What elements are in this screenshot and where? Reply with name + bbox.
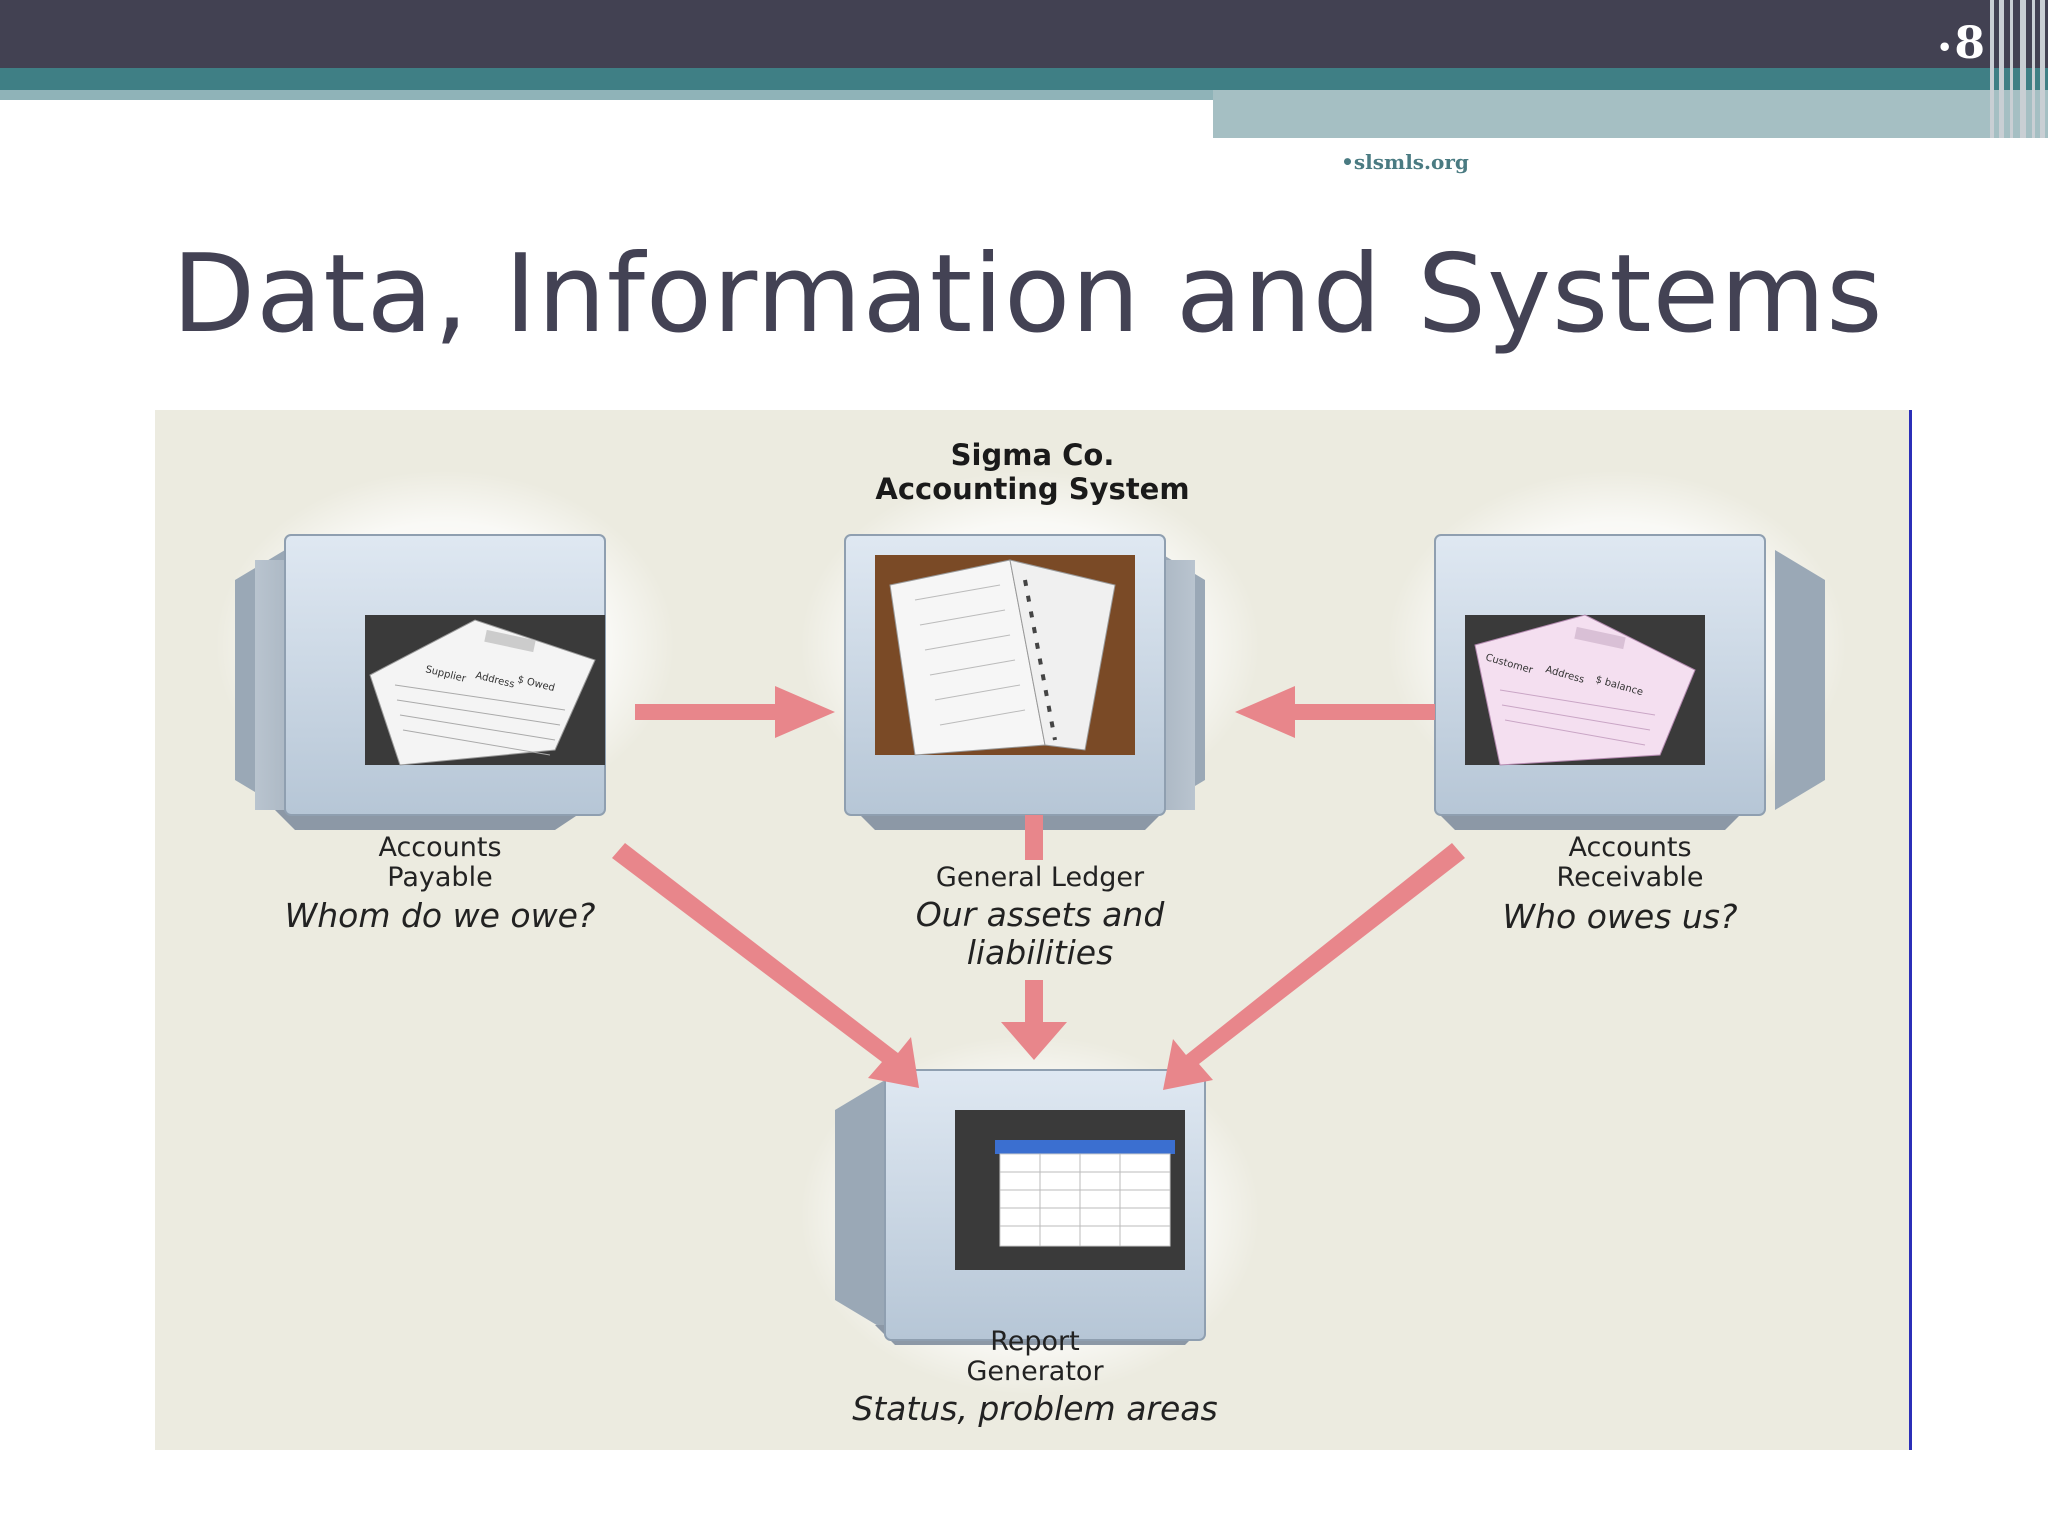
label-report-generator: Report Generator — [966, 1326, 1104, 1387]
diagram-title-line1: Sigma Co. — [950, 438, 1115, 472]
accounting-system-diagram: Supplier Address $ Owed — [155, 410, 1910, 1450]
label-accounts-payable: Accounts Payable — [378, 832, 502, 893]
arrow-gl-to-rg — [1001, 980, 1067, 1060]
monitor-general-ledger-icon — [844, 534, 1205, 830]
header-accent-box — [1213, 90, 2048, 138]
arrow-ap-to-gl — [635, 686, 835, 738]
decor-stripe — [1990, 0, 1994, 138]
header-bar — [0, 0, 2048, 68]
decor-stripe — [1999, 0, 2004, 138]
monitor-accounts-receivable-icon: Customer Address $ balance — [1434, 534, 1825, 830]
decor-stripe — [2020, 0, 2026, 138]
header-accent-band — [0, 68, 2048, 90]
arrow-ap-to-rg — [612, 843, 919, 1088]
decor-stripe — [2040, 0, 2045, 138]
diagram-title-line2: Accounting System — [875, 472, 1190, 506]
label-accounts-receivable: Accounts Receivable — [1556, 832, 1704, 893]
arrow-ar-to-gl — [1235, 686, 1435, 738]
decor-stripe — [2032, 0, 2035, 138]
slide-title: Data, Information and Systems — [172, 232, 1884, 357]
slide-number: •8 — [1937, 18, 1985, 69]
header-accent-thin — [0, 90, 1213, 100]
question-accounts-receivable: Who owes us? — [1502, 897, 1738, 936]
decor-stripe — [2010, 0, 2013, 138]
monitor-report-generator-icon — [835, 1069, 1206, 1345]
question-report-generator: Status, problem areas — [852, 1389, 1218, 1428]
question-accounts-payable: Whom do we owe? — [284, 896, 596, 935]
connector-gl — [1025, 815, 1043, 860]
website-label: •slsmls.org — [1341, 150, 1469, 174]
arrow-ar-to-rg — [1163, 843, 1465, 1090]
diagram-graphics: Supplier Address $ Owed — [215, 470, 1847, 1395]
flow-arrows — [612, 686, 1465, 1090]
label-general-ledger: General Ledger — [935, 862, 1145, 893]
diagram-right-border — [1909, 410, 1912, 1450]
question-general-ledger: Our assets and liabilities — [915, 895, 1165, 972]
monitor-accounts-payable-icon: Supplier Address $ Owed — [235, 534, 606, 830]
